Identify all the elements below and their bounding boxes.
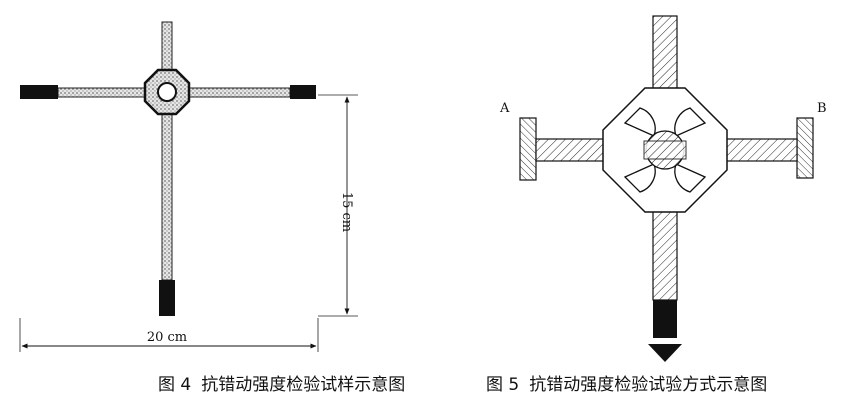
specimen-right-cap [290, 85, 316, 99]
label-a: A [499, 101, 510, 116]
center-hub-bar [643, 140, 687, 160]
bottom-rod [652, 207, 678, 301]
figure4-caption-text: 抗错动强度检验试样示意图 [201, 375, 406, 395]
figure4-caption-number: 图 4 [158, 375, 192, 395]
figure4-caption: 图 4 抗错动强度检验试样示意图 [158, 370, 406, 395]
right-rod [719, 138, 798, 162]
dimension-width-label: 20 cm [147, 330, 187, 345]
specimen-left-cap [20, 85, 58, 99]
bottom-rod-cap [653, 300, 677, 338]
specimen-bottom-cap [159, 280, 175, 316]
figure5-caption-number: 图 5 [486, 375, 520, 395]
specimen-hub-hole [157, 82, 177, 102]
figure4-specimen [20, 21, 316, 316]
support-b [796, 117, 814, 179]
figure5-caption: 图 5 抗错动强度检验试验方式示意图 [486, 370, 768, 395]
dimension-height-label: 15 cm [339, 192, 354, 232]
figure5-apparatus: A B [499, 15, 827, 362]
specimen-vertical-arm [161, 21, 173, 281]
figure5-caption-text: 抗错动强度检验试验方式示意图 [529, 375, 768, 395]
top-rod [652, 15, 678, 97]
load-arrow [648, 344, 682, 362]
support-a [519, 117, 537, 181]
left-rod [535, 138, 611, 162]
dimension-width: 20 cm [19, 318, 319, 352]
label-b: B [817, 101, 827, 116]
dimension-height: 15 cm [318, 94, 358, 317]
